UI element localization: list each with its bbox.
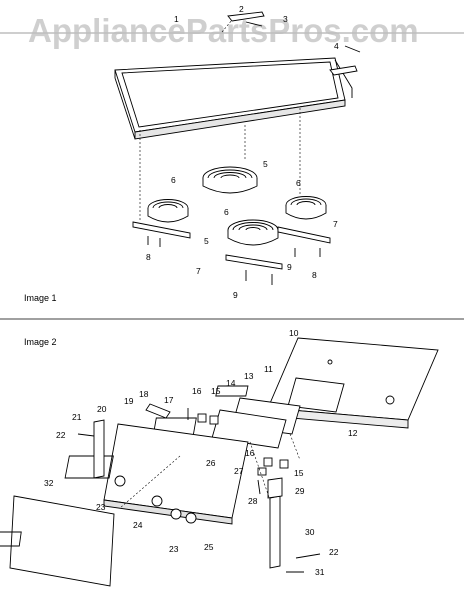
callout-11: 11 [264,364,273,374]
callout-16-lower: 16 [245,448,255,458]
callout-28: 28 [248,496,258,506]
burner-bracket-right [277,226,331,244]
callout-31: 31 [315,567,325,577]
callout-32: 32 [44,478,54,488]
callout-7-left: 7 [196,266,201,276]
rocker-switches-lower [257,457,289,476]
callout-9-right: 9 [287,262,292,272]
panel-bracket-upper [145,403,171,419]
callout-9-center: 9 [233,290,238,300]
panel-display-cutout [64,455,114,479]
callout-23-left: 23 [96,502,106,512]
burner-bracket-left [132,221,191,239]
callout-29: 29 [295,486,305,496]
callout-5-lower: 5 [204,236,209,246]
panel-label-image-1: Image 1 [24,293,57,303]
front-trim [9,495,115,587]
screw-4 [344,45,361,53]
callout-5-upper: 5 [263,159,268,169]
glass-cooktop-left-edge [114,77,136,140]
control-panel-assembly [0,337,439,587]
callout-21: 21 [72,412,82,422]
callout-25: 25 [204,542,214,552]
rocker-switches-upper [197,413,219,425]
burner-left-rear [147,199,189,223]
end-cap-right [269,495,281,569]
callout-10: 10 [289,328,299,338]
callout-19: 19 [124,396,134,406]
end-cap-left [93,419,105,479]
callout-15-upper: 15 [211,386,221,396]
callout-7-right: 7 [333,219,338,229]
top-bracket [227,11,265,22]
control-connector [215,385,249,397]
callout-26: 26 [206,458,216,468]
callout-23-center: 23 [169,544,179,554]
callout-14: 14 [226,378,236,388]
callout-6-right: 6 [296,178,301,188]
callouts-image-1: 1 2 3 4 5 5 6 6 6 7 7 8 8 9 9 [146,4,339,300]
panel-knobs [114,475,197,524]
burner-right-rear [285,196,327,220]
rear-panel-hole-small [327,359,333,365]
callout-4: 4 [334,41,339,51]
glass-cooktop-inner-edge [121,61,339,128]
callout-8-right: 8 [312,270,317,280]
cooktop-assembly [114,11,361,285]
callout-13: 13 [244,371,254,381]
callout-22-left: 22 [56,430,66,440]
electronic-control [287,377,345,413]
callout-8-left: 8 [146,252,151,262]
rear-panel-hole [385,395,395,405]
control-overlay [211,409,287,449]
callout-2: 2 [239,4,244,14]
burner-center-rear [202,166,258,194]
bracket-screws [147,236,321,285]
front-trim-window [0,531,22,547]
end-cap-bracket [267,477,283,499]
callout-6-center: 6 [224,207,229,217]
callout-17: 17 [164,395,174,405]
screws-image-2 [77,408,321,573]
callout-24: 24 [133,520,143,530]
callouts-image-2: 10 11 12 13 14 15 15 16 16 17 18 19 20 2… [44,328,358,577]
callout-18: 18 [139,389,149,399]
callout-6-left: 6 [171,175,176,185]
burner-center-front [227,219,279,246]
screw-3 [245,21,263,27]
hinge-bracket [329,65,358,76]
callout-30: 30 [305,527,315,537]
control-panel-bottom-edge [103,499,233,525]
panel-label-image-2: Image 2 [24,337,57,347]
callout-1: 1 [174,14,179,24]
callout-15-lower: 15 [294,468,304,478]
callout-3: 3 [283,14,288,24]
callout-16-upper: 16 [192,386,202,396]
burner-bracket-center [225,254,283,270]
leader-lines-image-2 [119,433,301,509]
callout-12: 12 [348,428,358,438]
leader-lines-image-1 [139,19,301,220]
glass-cooktop-front-edge [134,99,346,140]
callout-27: 27 [234,466,244,476]
callout-20: 20 [97,404,107,414]
callout-22-right: 22 [329,547,339,557]
